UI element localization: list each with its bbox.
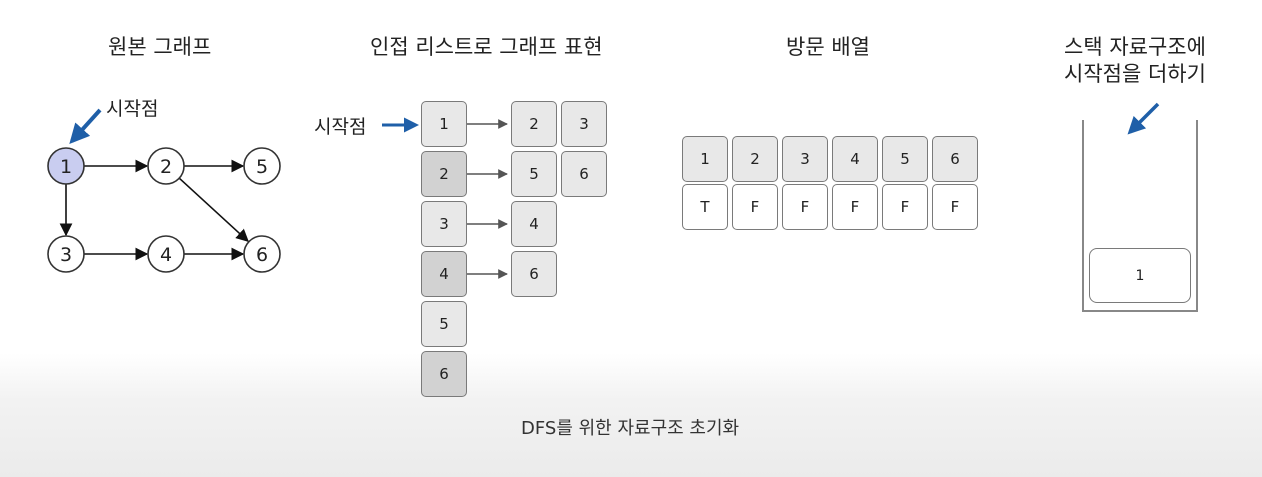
visited-value-6: F xyxy=(932,184,978,230)
graph-node-label: 1 xyxy=(60,156,72,178)
visited-index-5: 5 xyxy=(882,136,928,182)
adjacency-neighbor-3-4: 4 xyxy=(511,201,557,247)
visited-index-6: 6 xyxy=(932,136,978,182)
graph-node-label: 2 xyxy=(160,156,172,178)
graph-node-label: 5 xyxy=(256,156,268,178)
visited-value-2: F xyxy=(732,184,778,230)
graph-node-circle xyxy=(47,235,85,273)
visited-index-2: 2 xyxy=(732,136,778,182)
graph-node-6: 6 xyxy=(243,235,281,273)
graph-nodes: 1 2 3 4 5 6 xyxy=(47,147,281,273)
visited-index-1: 1 xyxy=(682,136,728,182)
graph-edge-2-6 xyxy=(178,177,249,243)
stack-title-line1: 스택 자료구조에 xyxy=(1064,35,1206,59)
visited-value-5: F xyxy=(882,184,928,230)
adjacency-title: 인접 리스트로 그래프 표현 xyxy=(370,35,603,59)
graph-start-arrow xyxy=(69,108,102,144)
graph-node-label: 4 xyxy=(160,244,172,266)
graph-node-4: 4 xyxy=(147,235,185,273)
graph-title: 원본 그래프 xyxy=(108,35,212,59)
adjacency-neighbor-2-5: 5 xyxy=(511,151,557,197)
graph-node-label: 6 xyxy=(256,244,268,266)
graph-node-1: 1 xyxy=(47,147,85,185)
adjacency-node-1: 1 xyxy=(421,101,467,147)
visited-value-4: F xyxy=(832,184,878,230)
visited-value-1: T xyxy=(682,184,728,230)
graph-node-circle xyxy=(47,147,85,185)
stack-title-line2: 시작점을 더하기 xyxy=(1064,62,1206,86)
visited-index-4: 4 xyxy=(832,136,878,182)
graph-node-5: 5 xyxy=(243,147,281,185)
adjacency-node-5: 5 xyxy=(421,301,467,347)
caption: DFS를 위한 자료구조 초기화 xyxy=(521,418,740,439)
graph-edges xyxy=(59,159,249,261)
adjacency-neighbor-1-3: 3 xyxy=(561,101,607,147)
adjacency-node-3: 3 xyxy=(421,201,467,247)
visited-value-3: F xyxy=(782,184,828,230)
graph-node-circle xyxy=(147,147,185,185)
stack xyxy=(1082,120,1198,312)
stack-title: 스택 자료구조에 시작점을 더하기 xyxy=(1050,34,1220,88)
adjacency-node-6: 6 xyxy=(421,351,467,397)
adjacency-node-4: 4 xyxy=(421,251,467,297)
graph-node-label: 3 xyxy=(60,244,72,266)
graph-node-circle xyxy=(243,235,281,273)
adjacency-start-label: 시작점 xyxy=(314,116,367,138)
adjacency-neighbor-2-6: 6 xyxy=(561,151,607,197)
visited-index-3: 3 xyxy=(782,136,828,182)
adjacency-neighbor-1-2: 2 xyxy=(511,101,557,147)
visited-title: 방문 배열 xyxy=(786,35,870,59)
graph-node-2: 2 xyxy=(147,147,185,185)
graph-start-label: 시작점 xyxy=(106,98,159,120)
adjacency-arrows xyxy=(459,119,508,279)
graph-node-3: 3 xyxy=(47,235,85,273)
stack-push-arrow xyxy=(1127,102,1160,135)
graph-node-circle xyxy=(147,235,185,273)
adjacency-neighbor-4-6: 6 xyxy=(511,251,557,297)
adjacency-node-2: 2 xyxy=(421,151,467,197)
graph-node-circle xyxy=(243,147,281,185)
stack-item-1: 1 xyxy=(1089,248,1191,303)
